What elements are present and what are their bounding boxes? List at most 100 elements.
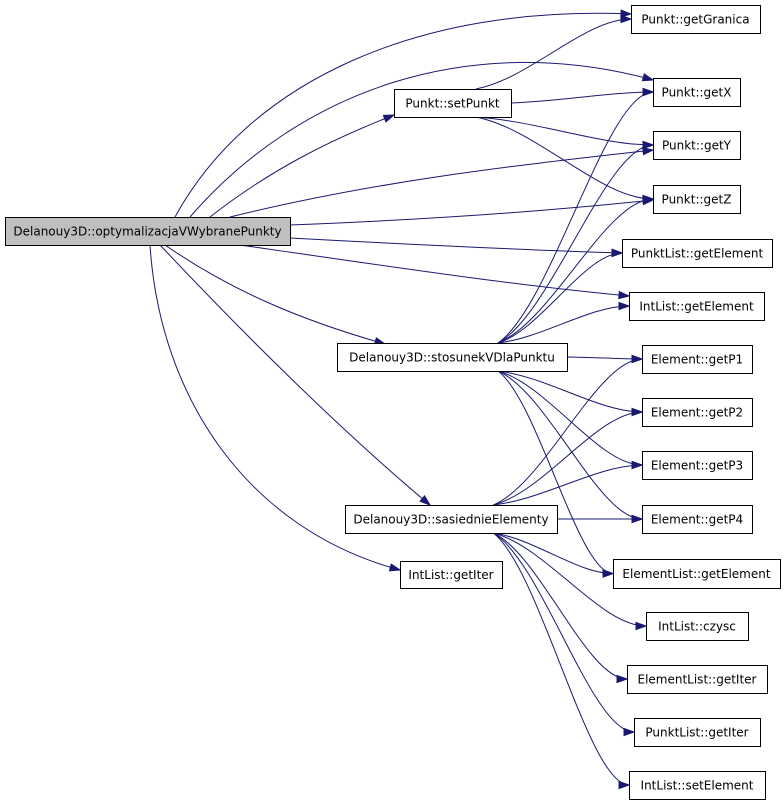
edge-line: [209, 114, 395, 218]
node-box: [642, 451, 753, 480]
node-box: [653, 185, 741, 214]
edge-line: [493, 532, 628, 680]
node-setPunkt[interactable]: Punkt::setPunkt: [394, 89, 512, 118]
node-box: [642, 345, 753, 374]
edge-line: [475, 18, 632, 90]
node-ilGetIter[interactable]: IntList::getIter: [400, 561, 503, 589]
edge-line: [510, 91, 654, 104]
node-getP3[interactable]: Element::getP3: [642, 451, 753, 480]
edge-line: [174, 12, 632, 218]
edge-setPunkt-to-getY: [475, 116, 655, 150]
node-getP4[interactable]: Element::getP4: [642, 505, 753, 534]
edge-arrowhead: [620, 14, 633, 24]
node-plGetElement[interactable]: PunktList::getElement: [622, 239, 773, 268]
edge-line: [229, 149, 654, 218]
edge-line: [497, 198, 654, 344]
edge-line: [493, 532, 647, 627]
node-box: [634, 718, 761, 747]
edge-line: [493, 532, 630, 786]
edge-stosunek-to-getZ: [497, 194, 655, 344]
node-elGetIter[interactable]: ElementList::getIter: [627, 665, 768, 694]
node-label: Element::getP4: [651, 513, 743, 527]
edge-line: [497, 91, 654, 344]
edge-line: [497, 370, 643, 520]
node-box: [345, 505, 558, 534]
edge-arrowhead: [419, 495, 432, 506]
node-label: ElementList::getIter: [637, 673, 756, 687]
edge-arrowhead: [631, 514, 644, 524]
node-box: [642, 398, 753, 427]
node-box: [653, 131, 741, 160]
node-label: Delanouy3D::optymalizacjaVWybranePunkty: [13, 225, 281, 239]
edge-root-to-sasiednie: [159, 244, 432, 506]
edge-setPunkt-to-getGranica: [475, 14, 633, 90]
edge-arrowhead: [642, 87, 655, 97]
node-getZ[interactable]: Punkt::getZ: [653, 185, 741, 214]
node-getGranica[interactable]: Punkt::getGranica: [631, 5, 761, 34]
edge-line: [497, 370, 643, 466]
edge-arrowhead: [618, 301, 631, 311]
edge-root-to-getX: [189, 61, 655, 218]
node-label: ElementList::getElement: [622, 567, 770, 581]
node-label: Punkt::getX: [662, 86, 732, 100]
node-ilGetElement[interactable]: IntList::getElement: [629, 292, 765, 321]
edge-root-to-stosunek: [164, 244, 387, 346]
node-getP2[interactable]: Element::getP2: [642, 398, 753, 427]
edge-root-to-getZ: [289, 196, 655, 226]
edge-arrowhead: [388, 563, 402, 572]
edge-arrowhead: [602, 569, 615, 578]
edge-root-to-getY: [229, 146, 655, 218]
edge-sasiednie-to-ilSetElement: [493, 532, 631, 790]
node-box: [622, 239, 773, 268]
edge-sasiednie-to-getP2: [493, 407, 644, 506]
node-label: Punkt::getZ: [662, 193, 732, 207]
edge-sasiednie-to-plGetIter: [493, 532, 636, 737]
edge-root-to-plGetElement: [289, 237, 624, 257]
node-box: [5, 217, 291, 246]
edge-sasiednie-to-czysc: [493, 532, 648, 631]
node-box: [337, 343, 568, 372]
node-box: [629, 292, 765, 321]
edge-root-to-ilGetIter: [149, 244, 402, 572]
node-box: [400, 561, 503, 589]
edge-arrowhead: [641, 73, 655, 82]
edge-root-to-getGranica: [174, 9, 633, 218]
node-getX[interactable]: Punkt::getX: [653, 78, 741, 107]
edge-arrowhead: [611, 248, 624, 258]
node-label: IntList::getIter: [408, 568, 493, 582]
node-box: [631, 5, 761, 34]
edge-line: [475, 116, 654, 200]
node-label: IntList::setElement: [641, 779, 754, 793]
edge-stosunek-to-getX: [497, 87, 655, 344]
node-box: [653, 78, 741, 107]
node-box: [394, 89, 512, 118]
node-elGetElement[interactable]: ElementList::getElement: [613, 559, 781, 589]
edge-arrowhead: [620, 9, 633, 18]
edge-arrowhead: [642, 194, 655, 204]
node-getY[interactable]: Punkt::getY: [653, 131, 741, 160]
node-ilSetElement[interactable]: IntList::setElement: [629, 771, 766, 800]
node-root[interactable]: Delanouy3D::optymalizacjaVWybranePunkty: [5, 217, 291, 246]
edge-arrowhead: [616, 674, 629, 684]
edge-line: [566, 356, 643, 360]
node-label: Element::getP1: [651, 353, 743, 367]
edge-line: [493, 532, 635, 733]
edge-stosunek-to-plGetElement: [497, 248, 624, 344]
node-label: Punkt::getGranica: [641, 13, 749, 27]
edge-stosunek-to-ilGetElement: [497, 301, 631, 344]
node-getP1[interactable]: Element::getP1: [642, 345, 753, 374]
edge-sasiednie-to-getP4: [557, 514, 644, 524]
node-box: [642, 505, 753, 534]
edge-line: [159, 244, 431, 506]
edge-arrowhead: [618, 290, 631, 300]
edge-line: [189, 61, 654, 218]
edge-arrowhead: [618, 780, 631, 790]
edge-line: [497, 370, 614, 574]
node-plGetIter[interactable]: PunktList::getIter: [634, 718, 761, 747]
edge-arrowhead: [623, 727, 636, 737]
node-box: [629, 771, 766, 800]
node-czysc[interactable]: IntList::czysc: [646, 612, 749, 641]
node-stosunek[interactable]: Delanouy3D::stosunekVDlaPunktu: [337, 343, 568, 372]
edge-line: [493, 411, 643, 506]
node-sasiednie[interactable]: Delanouy3D::sasiednieElementy: [345, 505, 558, 534]
